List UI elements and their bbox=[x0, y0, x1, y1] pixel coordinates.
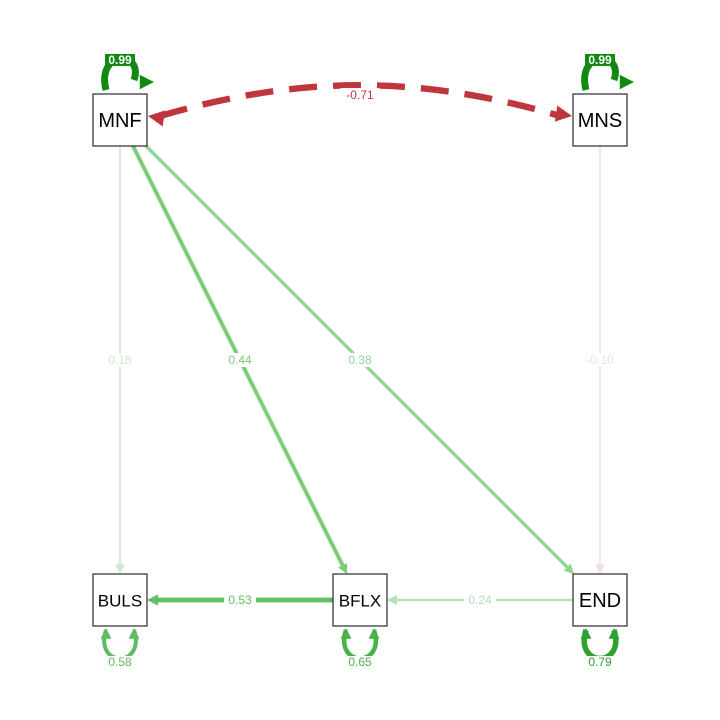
edge-label-mnf-mns: -0.71 bbox=[340, 88, 380, 102]
residual-label-background bbox=[105, 54, 135, 66]
node-end: END bbox=[572, 573, 628, 627]
node-label: BULS bbox=[98, 592, 142, 611]
edge-arrowhead bbox=[147, 594, 159, 606]
edge-arrowhead bbox=[148, 110, 166, 127]
node-label: MNF bbox=[98, 110, 141, 132]
edge-arrowhead bbox=[595, 564, 605, 574]
edges-layer bbox=[115, 82, 605, 606]
residual-arrowhead bbox=[580, 628, 592, 639]
residual-label-background bbox=[585, 656, 615, 668]
edge-label-background bbox=[580, 353, 620, 367]
residuals-layer: 0.99 0.99 0.58 0.65 0.79 bbox=[100, 53, 634, 669]
edge-labels-layer: -0.71 0.18 0.44 0.38 -0.10 0.53 0.24 bbox=[104, 88, 620, 607]
node-box bbox=[572, 573, 628, 627]
edge-label-text: 0.18 bbox=[108, 353, 132, 367]
residual-label: 0.58 bbox=[108, 655, 132, 669]
edge-label-text: 0.24 bbox=[468, 593, 492, 607]
residual-buls: 0.58 bbox=[100, 628, 140, 669]
edge-arrowhead bbox=[563, 563, 574, 574]
edge-label-text: 0.44 bbox=[228, 353, 252, 367]
residual-arrowhead bbox=[608, 628, 620, 639]
residual-label: 0.79 bbox=[588, 655, 612, 669]
edge-arrowhead bbox=[115, 564, 125, 574]
residual-mnf: 0.99 bbox=[101, 53, 154, 91]
residual-label-background bbox=[345, 656, 375, 668]
edge-label-mns-end: -0.10 bbox=[580, 353, 620, 367]
edge-label-background bbox=[224, 593, 256, 607]
edge-label-background bbox=[224, 353, 256, 367]
node-mns: MNS bbox=[572, 93, 628, 147]
residual-arrowhead bbox=[128, 628, 140, 639]
edge-arrowhead bbox=[338, 563, 348, 574]
node-bflx: BFLX bbox=[332, 573, 388, 627]
edge-label-text: 0.38 bbox=[348, 353, 372, 367]
residual-label: 0.99 bbox=[588, 53, 612, 67]
residual-bflx: 0.65 bbox=[340, 628, 380, 669]
residual-arrowhead bbox=[139, 74, 154, 90]
edge-label-background bbox=[464, 593, 496, 607]
residual-label: 0.99 bbox=[108, 53, 132, 67]
nodes-layer: MNF MNS BULS BFLX END bbox=[92, 93, 628, 627]
edge-label-text: 0.53 bbox=[228, 593, 252, 607]
residual-end: 0.79 bbox=[580, 628, 620, 669]
edge-label-bflx-buls: 0.53 bbox=[224, 593, 256, 607]
node-box bbox=[572, 93, 628, 147]
edge-label-mnf-end: 0.38 bbox=[344, 353, 376, 367]
node-mnf: MNF bbox=[92, 93, 148, 147]
edge-arrowhead bbox=[387, 595, 397, 605]
node-label: END bbox=[579, 590, 621, 612]
edge-line bbox=[159, 82, 561, 120]
edge-label-background bbox=[344, 353, 376, 367]
node-label: BFLX bbox=[339, 592, 382, 611]
residual-arrowhead bbox=[619, 74, 634, 90]
edge-arrowhead bbox=[554, 105, 572, 122]
residual-mns: 0.99 bbox=[581, 53, 634, 91]
edge-label-end-bflx: 0.24 bbox=[464, 593, 496, 607]
residual-label-background bbox=[585, 54, 615, 66]
edge-label-text: -0.71 bbox=[346, 88, 374, 102]
edge-label-mnf-buls: 0.18 bbox=[104, 353, 136, 367]
edge-label-text: -0.10 bbox=[586, 353, 614, 367]
node-box bbox=[332, 573, 388, 627]
residual-arrowhead bbox=[368, 628, 380, 639]
edge-label-background bbox=[340, 88, 380, 102]
node-buls: BULS bbox=[92, 573, 148, 627]
edge-label-mnf-bflx: 0.44 bbox=[224, 353, 256, 367]
node-box bbox=[92, 93, 148, 147]
edge-mnf-mns bbox=[148, 82, 572, 127]
residual-label-background bbox=[105, 656, 135, 668]
residual-arrowhead bbox=[100, 628, 112, 639]
residual-label: 0.65 bbox=[348, 655, 372, 669]
residual-arrowhead bbox=[340, 628, 352, 639]
node-label: MNS bbox=[578, 110, 622, 132]
node-box bbox=[92, 573, 148, 627]
edge-label-background bbox=[104, 353, 136, 367]
